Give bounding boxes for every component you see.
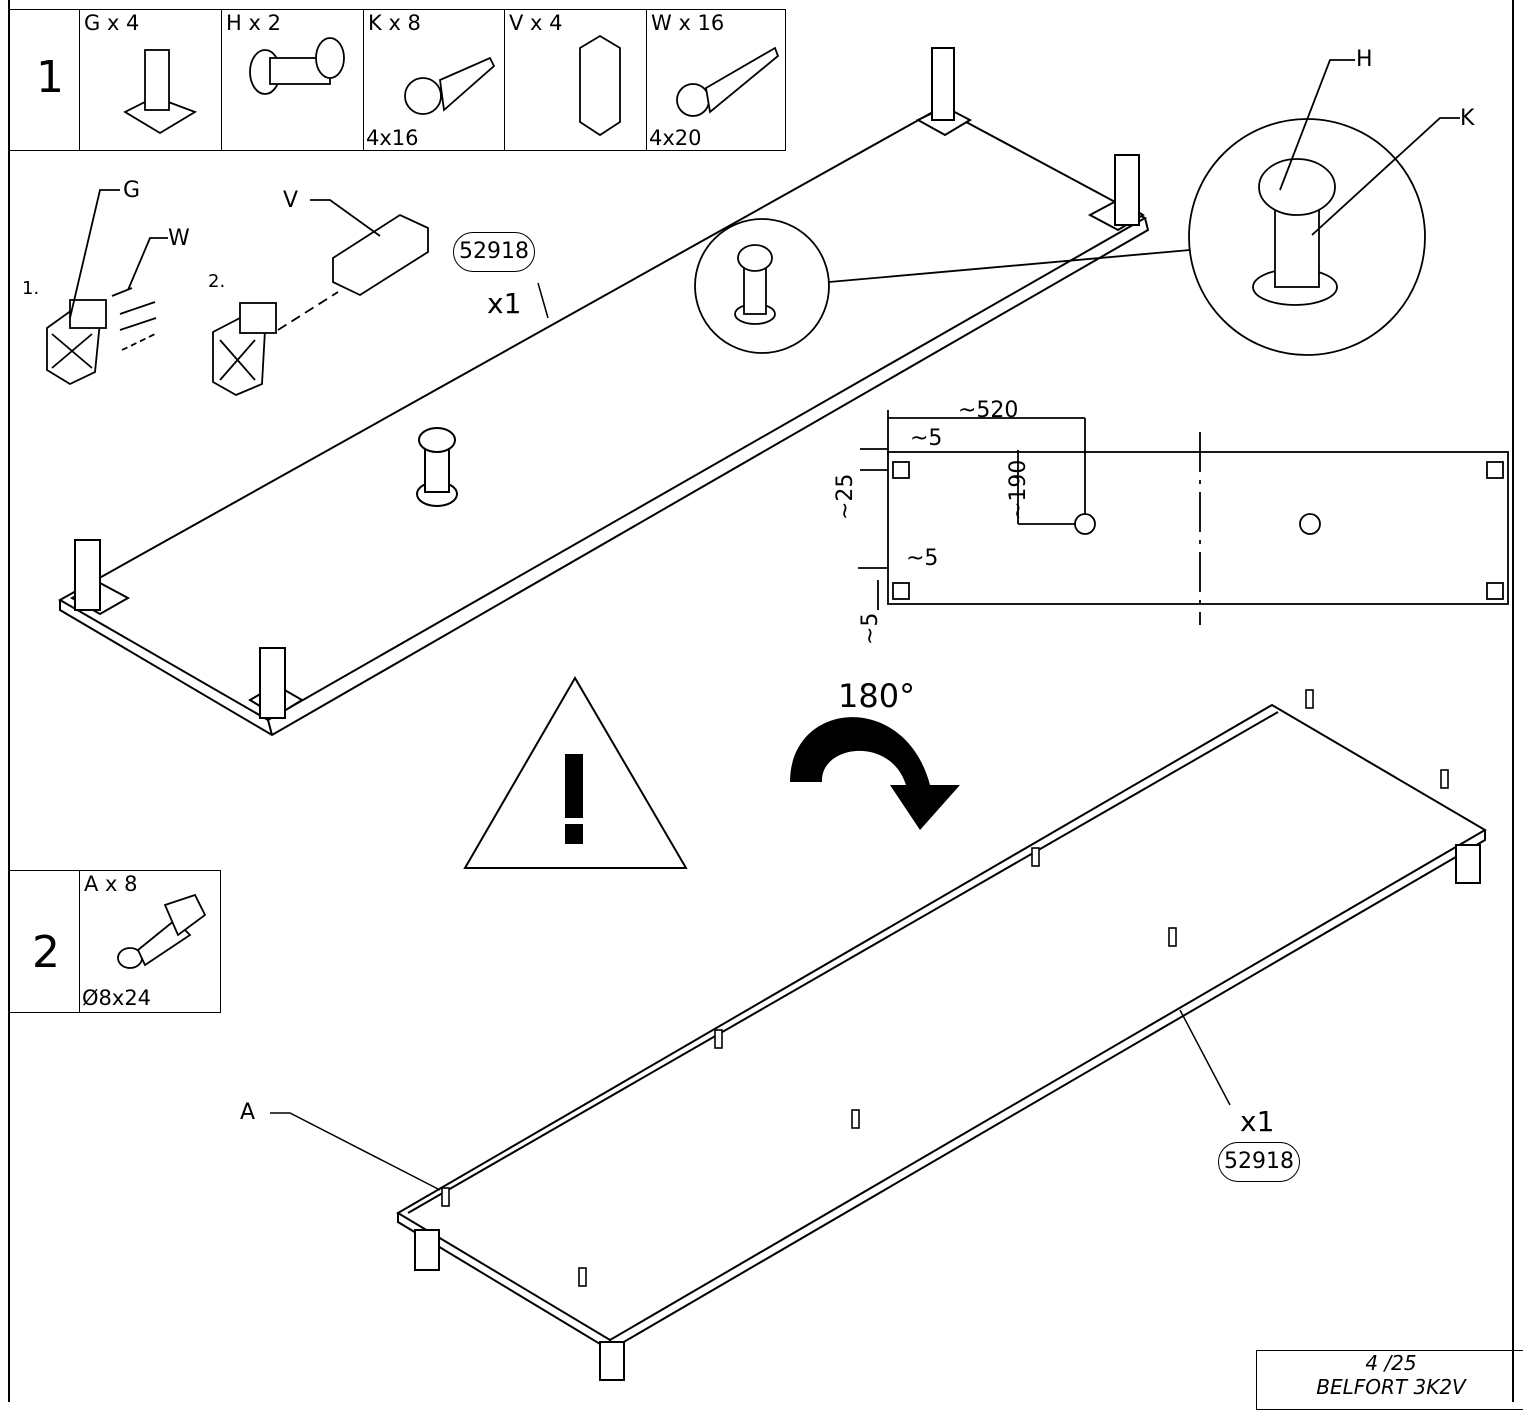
panel-qty-top: x1	[487, 287, 522, 320]
dimension-520: ~520	[958, 398, 1019, 423]
leader-lines	[270, 282, 1231, 1191]
callout-g: G	[123, 178, 141, 203]
callout-a: A	[240, 1100, 256, 1125]
page-footer: 4 /25 BELFORT 3K2V	[1256, 1350, 1523, 1410]
page-number: 4 /25	[1365, 1351, 1417, 1375]
part-qty: W x 16	[651, 11, 725, 35]
leg-subassembly-2	[212, 199, 429, 397]
dimension-5-top: ~5	[910, 426, 943, 451]
step-number: 2	[32, 927, 60, 978]
dimension-drawing	[858, 410, 1509, 625]
center-foot-top	[416, 427, 458, 507]
part-qty: K x 8	[368, 11, 421, 35]
part-qty: G x 4	[84, 11, 140, 35]
bottom-panel-drawing	[396, 703, 1487, 1352]
part-cell-a: A x 8 Ø8x24	[79, 871, 221, 1012]
leg-subassembly-1	[46, 189, 168, 386]
parts-table-step1: 1 G x 4 H x 2 K x 8 4x16 V x 4 W x 16 4x…	[9, 9, 786, 151]
part-cell-k: K x 8 4x16	[363, 10, 505, 150]
part-qty: A x 8	[84, 872, 138, 896]
callout-k: K	[1460, 106, 1475, 131]
top-panel-drawing	[57, 106, 1150, 737]
rotation-label: 180°	[838, 677, 916, 715]
part-cell-h: H x 2	[221, 10, 364, 150]
top-panel-legs	[69, 47, 1145, 719]
part-size: Ø8x24	[82, 986, 152, 1010]
dimension-25: ~25	[833, 473, 858, 520]
bottom-panel-legs	[414, 844, 1481, 1381]
part-size: 4x16	[366, 126, 419, 150]
dimension-190: ~190	[1006, 459, 1031, 520]
step-number: 1	[36, 52, 64, 103]
panel-code-top: 52918	[453, 232, 535, 272]
part-size: 4x20	[649, 126, 702, 150]
panel-qty-bottom: x1	[1240, 1105, 1275, 1138]
warning-triangle	[463, 676, 688, 869]
callout-w: W	[168, 226, 190, 251]
callout-v: V	[283, 188, 299, 213]
dowels	[441, 689, 1449, 1287]
substep-2: 2.	[208, 271, 226, 292]
part-cell-w: W x 16 4x20	[646, 10, 786, 150]
leg-back-left	[915, 47, 973, 137]
leg-back-right	[1087, 154, 1145, 232]
leg-front-left	[69, 539, 131, 616]
part-cell-v: V x 4	[504, 10, 647, 150]
dimension-5-side: ~5	[858, 612, 883, 645]
leg-front-right	[248, 647, 304, 719]
part-qty: H x 2	[226, 11, 281, 35]
rotation-arrow	[790, 717, 960, 830]
detail-circle-large	[1188, 59, 1460, 356]
part-qty: V x 4	[509, 11, 563, 35]
dimension-5-bottom: ~5	[906, 546, 939, 571]
model-name: BELFORT 3K2V	[1316, 1375, 1466, 1399]
callout-h: H	[1356, 47, 1373, 72]
detail-circle-small	[694, 218, 1191, 354]
part-cell-g: G x 4	[79, 10, 222, 150]
substep-1: 1.	[22, 278, 40, 299]
parts-table-step2: 2 A x 8 Ø8x24	[9, 870, 221, 1013]
panel-code-bottom: 52918	[1218, 1142, 1300, 1182]
